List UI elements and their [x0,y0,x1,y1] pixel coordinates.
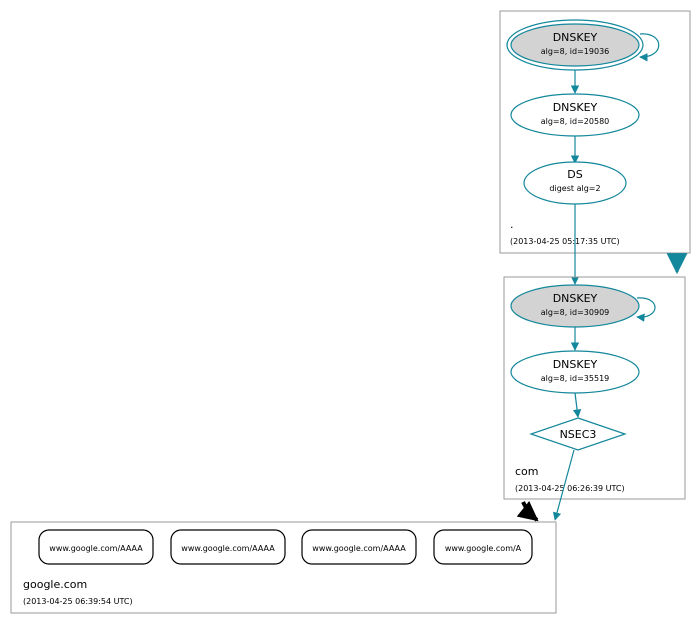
zone-google-timestamp: (2013-04-25 06:39:54 UTC) [23,597,133,606]
root-ksk-self-edge [639,33,660,62]
google-record-4-label: www.google.com/A [445,544,522,553]
com-zsk-title: DNSKEY [553,358,598,371]
root-zsk-sub: alg=8, id=20580 [541,117,610,126]
com-ksk-sub: alg=8, id=30909 [541,308,610,317]
root-ds-node[interactable]: DS digest alg=2 [523,161,627,205]
root-ksk-title: DNSKEY [553,31,598,44]
zone-root: DNSKEY alg=8, id=19036 DNSKEY alg=8, id=… [499,10,691,254]
google-record-2-label: www.google.com/AAAA [181,544,275,553]
root-ds-sub: digest alg=2 [549,184,600,193]
google-record-4[interactable]: www.google.com/A [433,529,533,565]
root-zsk-title: DNSKEY [553,101,598,114]
com-to-google-delegation-edge [516,500,539,522]
google-record-3-label: www.google.com/AAAA [312,544,406,553]
com-ksk-node[interactable]: DNSKEY alg=8, id=30909 [510,284,640,328]
root-zsk-node[interactable]: DNSKEY alg=8, id=20580 [510,93,640,137]
root-ksk-node[interactable]: DNSKEY alg=8, id=19036 [506,19,644,71]
com-nsec3-node[interactable]: NSEC3 [529,417,627,451]
zone-com: DNSKEY alg=8, id=30909 DNSKEY alg=8, id=… [503,276,686,500]
com-zsk-to-nsec3-edge [572,392,582,418]
zone-com-border [503,276,686,500]
zone-com-name: com [515,465,539,478]
google-record-3[interactable]: www.google.com/AAAA [301,529,417,565]
nsec3-to-google-edge [552,449,575,521]
com-nsec3-title: NSEC3 [560,428,597,441]
zone-com-timestamp: (2013-04-25 06:26:39 UTC) [515,484,625,493]
com-ksk-title: DNSKEY [553,292,598,305]
google-record-1-label: www.google.com/AAAA [49,544,143,553]
root-ds-title: DS [567,168,582,181]
zone-root-timestamp: (2013-04-25 05:17:35 UTC) [510,237,620,246]
com-zsk-sub: alg=8, id=35519 [541,374,610,383]
google-record-1[interactable]: www.google.com/AAAA [38,529,154,565]
zone-google: www.google.com/AAAA www.google.com/AAAA … [10,521,557,614]
zone-root-name: . [510,218,514,231]
root-ksk-sub: alg=8, id=19036 [541,47,610,56]
google-record-2[interactable]: www.google.com/AAAA [170,529,286,565]
zone-google-name: google.com [23,578,87,591]
com-ksk-self-edge [636,297,656,322]
com-zsk-node[interactable]: DNSKEY alg=8, id=35519 [510,350,640,394]
